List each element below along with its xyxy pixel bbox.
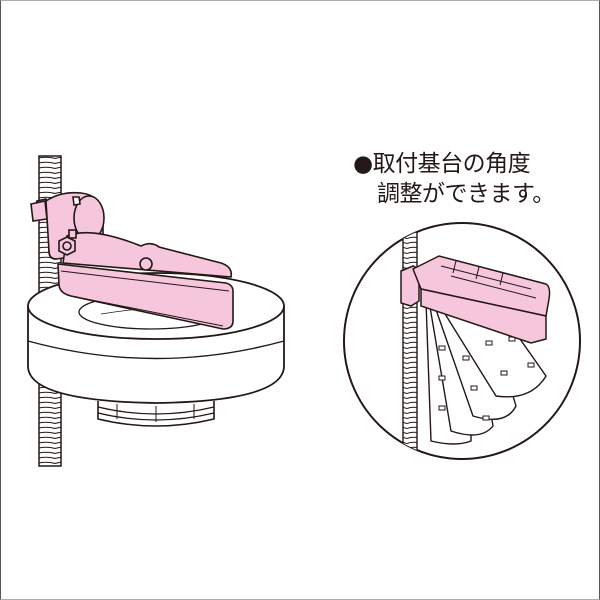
detail-bracket	[400, 255, 551, 344]
caption-line-2: 調整ができます。	[377, 181, 555, 207]
angle-adjustment-caption: ●取付基台の角度 調整ができます。	[353, 149, 555, 209]
detail-circle	[343, 222, 581, 460]
mounting-bracket	[30, 191, 234, 330]
main-bracket-illustration	[27, 155, 285, 467]
angle-positions	[425, 299, 547, 445]
bullet-icon: ●	[353, 151, 373, 177]
detail-threaded-pole	[402, 223, 418, 459]
caption-line-1: ●取付基台の角度	[353, 151, 531, 177]
